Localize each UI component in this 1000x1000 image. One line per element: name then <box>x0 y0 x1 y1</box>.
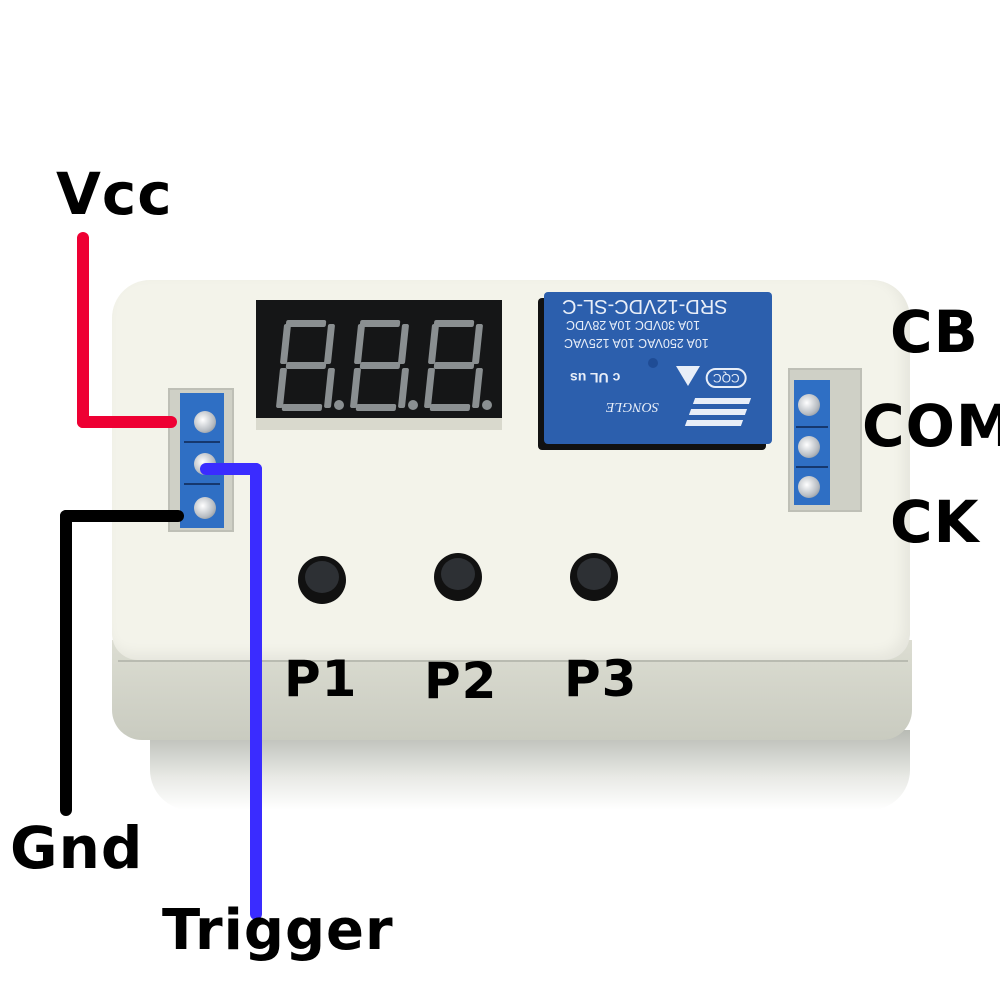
display-segment <box>323 324 336 364</box>
screw-com[interactable] <box>798 436 820 458</box>
button-p2[interactable] <box>434 553 482 601</box>
trigger-wire-horizontal <box>200 463 262 475</box>
label-com: COM <box>862 392 1000 460</box>
terminal-divider <box>184 483 220 485</box>
label-p1: P1 <box>284 650 358 708</box>
display-digit <box>349 320 418 411</box>
display-segment <box>427 324 440 364</box>
display-decimal-point <box>482 400 492 410</box>
vcc-wire-horizontal <box>77 416 177 428</box>
case-seam <box>118 660 908 662</box>
left-terminal-block <box>180 393 224 528</box>
label-vcc: Vcc <box>56 160 173 228</box>
trigger-wire-vertical <box>250 463 262 920</box>
relay-model: SRD-12VDC-SL-C <box>562 295 728 317</box>
label-p3: P3 <box>564 650 638 708</box>
display-segment <box>355 404 397 411</box>
display-segment <box>353 324 366 364</box>
terminal-divider <box>796 466 828 468</box>
button-p3[interactable] <box>570 553 618 601</box>
vcc-wire-vertical <box>77 232 89 428</box>
relay: SRD-12VDC-SL-C 10A 30VDC 10A 28VDC 10A 2… <box>544 292 772 444</box>
button-p1[interactable] <box>298 556 346 604</box>
case-shadow <box>150 730 910 810</box>
display-segment <box>423 368 436 408</box>
display-segment <box>275 368 288 408</box>
display-decimal-point <box>408 400 418 410</box>
display-segment <box>397 324 410 364</box>
screw-cb[interactable] <box>798 394 820 416</box>
display-segment <box>471 368 484 408</box>
relay-ul-mark: c UL us <box>570 370 621 386</box>
gnd-wire-horizontal <box>60 510 184 522</box>
display-segment <box>349 368 362 408</box>
label-p2: P2 <box>424 652 498 710</box>
terminal-divider <box>796 426 828 428</box>
relay-brand: SONGLE <box>606 399 659 414</box>
songle-logo-icon <box>684 398 752 426</box>
label-trigger: Trigger <box>162 898 394 963</box>
display-segment <box>281 404 323 411</box>
relay-led-dot <box>648 358 658 368</box>
relay-cqc-mark: CQC <box>706 368 747 388</box>
display-decimal-point <box>334 400 344 410</box>
button-cap <box>441 558 475 590</box>
label-cb: CB <box>890 298 979 366</box>
button-cap <box>305 561 339 593</box>
relay-rating-line-1: 10A 250VAC 10A 125VAC <box>564 336 709 350</box>
display-segment <box>471 324 484 364</box>
button-cap <box>577 558 611 590</box>
display-segment <box>397 368 410 408</box>
screw-ck[interactable] <box>798 476 820 498</box>
display-segment <box>359 320 401 327</box>
relay-warning-triangle-icon <box>676 366 700 386</box>
display-segment <box>433 362 475 369</box>
seven-segment-display <box>256 300 502 430</box>
display-segment <box>285 320 327 327</box>
label-gnd: Gnd <box>10 814 144 882</box>
screw-gnd[interactable] <box>194 497 216 519</box>
label-ck: CK <box>890 488 980 556</box>
terminal-divider <box>184 441 220 443</box>
display-segment <box>359 362 401 369</box>
display-digit <box>423 320 492 411</box>
screw-vcc[interactable] <box>194 411 216 433</box>
relay-rating-line-2: 10A 30VDC 10A 28VDC <box>566 318 701 332</box>
right-terminal-block <box>794 380 830 505</box>
gnd-wire-vertical <box>60 510 72 816</box>
display-segment <box>323 368 336 408</box>
display-segment <box>279 324 292 364</box>
display-segment <box>433 320 475 327</box>
display-segment <box>429 404 471 411</box>
display-segment <box>285 362 327 369</box>
display-digit <box>275 320 344 411</box>
